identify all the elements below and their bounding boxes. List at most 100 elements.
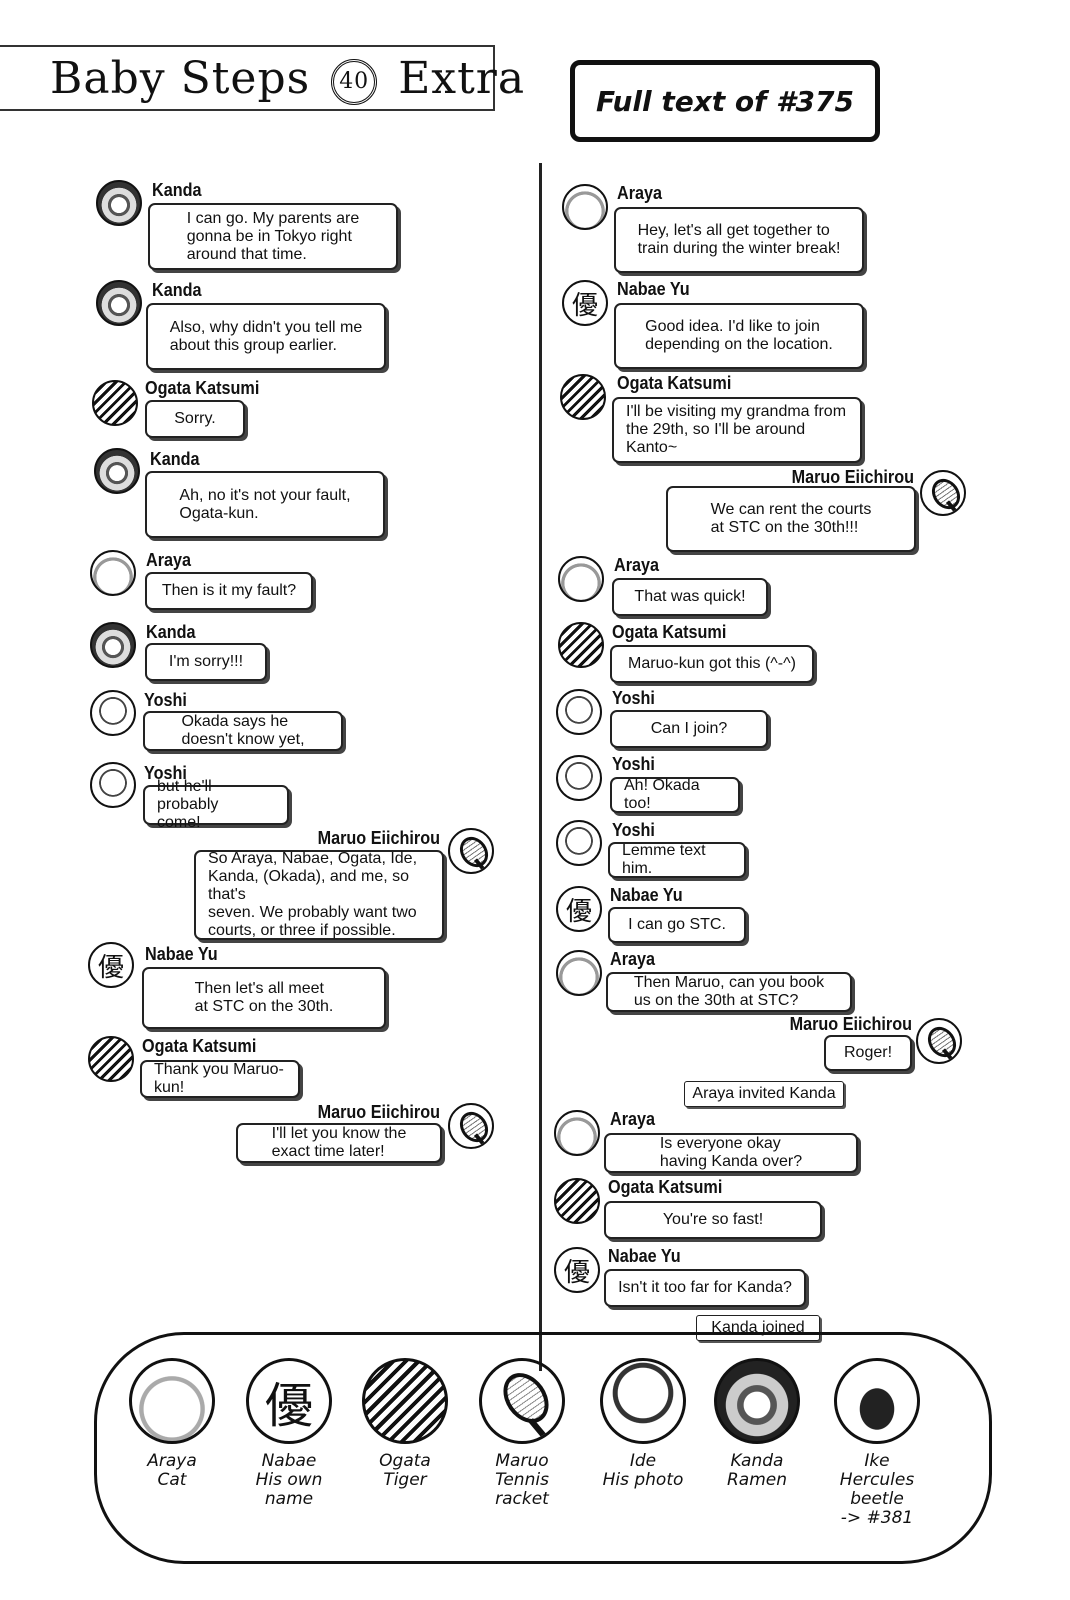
chat-bubble: I'll let you know the exact time later! (236, 1123, 442, 1163)
system-notice: Kanda joined (696, 1315, 820, 1341)
extra-label: Extra (398, 53, 526, 104)
cat-icon (554, 1110, 600, 1156)
message-text: Then is it my fault? (161, 582, 297, 599)
chat-bubble: We can rent the courts at STC on the 30t… (666, 486, 916, 552)
chat-bubble: Okada says he doesn't know yet, (143, 711, 343, 751)
sender-name: Kanda (150, 449, 200, 469)
message-text: Sorry. (174, 410, 216, 427)
sender-name: Yoshi (144, 690, 187, 710)
legend-item-maruo: Maruo Tennis racket (467, 1358, 577, 1509)
column-divider (539, 163, 542, 1371)
sender-name: Araya (614, 555, 660, 575)
chat-bubble: Ah! Okada too! (610, 777, 740, 813)
sender-name: Yoshi (612, 688, 655, 708)
kanji-yu-icon: 優 (554, 1247, 600, 1293)
sender-name: Maruo Eiichirou (317, 1102, 440, 1122)
sender-name: Nabae Yu (608, 1246, 681, 1266)
photo-icon (556, 820, 602, 866)
tiger-icon (558, 622, 604, 668)
photo-icon (600, 1358, 686, 1444)
message-text: You're so fast! (662, 1211, 764, 1228)
legend-label: Ide His photo (602, 1451, 684, 1490)
chat-bubble: Isn't it too far for Kanda? (604, 1269, 806, 1307)
kanji-yu-icon: 優 (562, 280, 608, 326)
avatar-legend (94, 1332, 992, 1564)
legend-label: Kanda Ramen (726, 1451, 788, 1490)
message-text: I'm sorry!!! (168, 653, 244, 670)
message-text: Isn't it too far for Kanda? (618, 1279, 792, 1296)
tennis-racket-icon (448, 828, 494, 874)
tennis-racket-icon (916, 1018, 962, 1064)
message-text: Good idea. I'd like to join depending on… (645, 318, 833, 353)
sender-name: Maruo Eiichirou (789, 1014, 912, 1034)
legend-item-ike: Ike Hercules beetle -> #381 (822, 1358, 932, 1528)
sender-name: Maruo Eiichirou (317, 828, 440, 848)
message-text: Maruo-kun got this (^-^) (628, 655, 796, 672)
sender-name: Yoshi (612, 820, 655, 840)
legend-label: Araya Cat (147, 1451, 197, 1490)
message-text: I'll be visiting my grandma from the 29t… (626, 403, 847, 456)
chat-bubble: Maruo-kun got this (^-^) (610, 645, 814, 683)
tennis-racket-icon (479, 1358, 565, 1444)
message-text: We can rent the courts at STC on the 30t… (710, 501, 872, 536)
message-text: but he'll probably come! (157, 778, 219, 831)
chat-bubble: I can go STC. (608, 907, 746, 943)
message-text: So Araya, Nabae, Ogata, Ide, Kanda, (Oka… (208, 850, 418, 939)
title-box: Baby Steps 40 Extra (0, 45, 524, 111)
message-text: Ah! Okada too! (624, 777, 700, 812)
sender-name: Araya (617, 183, 663, 203)
photo-icon (556, 755, 602, 801)
message-text: I'll let you know the exact time later! (271, 1125, 407, 1160)
chat-bubble: That was quick! (612, 578, 768, 616)
ramen-icon (96, 180, 142, 226)
page-title: Baby Steps 40 Extra (50, 53, 525, 105)
chat-bubble: Then is it my fault? (145, 572, 313, 610)
sender-name: Ogata Katsumi (617, 373, 732, 393)
cat-icon (129, 1358, 215, 1444)
message-text: Lemme text him. (622, 842, 706, 877)
chat-bubble: Then Maruo, can you book us on the 30th … (606, 972, 852, 1012)
cat-icon (562, 184, 608, 230)
photo-icon (90, 690, 136, 736)
chat-bubble: Can I join? (610, 710, 768, 748)
sender-name: Ogata Katsumi (608, 1177, 723, 1197)
legend-item-araya: Araya Cat (117, 1358, 227, 1490)
chat-bubble: but he'll probably come! (143, 778, 289, 831)
series-title: Baby Steps (50, 53, 311, 104)
sender-name: Maruo Eiichirou (791, 467, 914, 487)
sender-name: Ogata Katsumi (142, 1036, 257, 1056)
ramen-icon (714, 1358, 800, 1444)
chat-bubble: Lemme text him. (608, 842, 746, 878)
photo-icon (556, 689, 602, 735)
tiger-icon (88, 1036, 134, 1082)
legend-item-ogata: Ogata Tiger (350, 1358, 460, 1490)
tennis-racket-icon (448, 1103, 494, 1149)
sender-name: Ogata Katsumi (145, 378, 260, 398)
sender-name: Kanda (146, 622, 196, 642)
tennis-racket-icon (920, 470, 966, 516)
legend-item-kanda: Kanda Ramen (702, 1358, 812, 1490)
message-text: Hey, let's all get together to train dur… (637, 222, 841, 257)
chat-bubble: Then let's all meet at STC on the 30th. (142, 967, 386, 1029)
sender-name: Araya (610, 1109, 656, 1129)
kanji-yu-icon: 優 (556, 886, 602, 932)
chat-bubble: Also, why didn't you tell me about this … (146, 303, 386, 370)
volume-number-badge: 40 (331, 58, 378, 105)
chat-bubble: I'm sorry!!! (145, 643, 267, 681)
cat-icon (558, 556, 604, 602)
message-text: Is everyone okay having Kanda over? (659, 1135, 803, 1170)
chat-bubble: So Araya, Nabae, Ogata, Ide, Kanda, (Oka… (194, 850, 444, 940)
chat-bubble: Good idea. I'd like to join depending on… (614, 303, 864, 369)
sender-name: Araya (146, 550, 192, 570)
sender-name: Kanda (152, 180, 202, 200)
cat-icon (90, 550, 136, 596)
message-text: Okada says he doesn't know yet, (181, 713, 305, 748)
system-notice: Araya invited Kanda (684, 1081, 844, 1107)
chat-bubble: Thank you Maruo-kun! (140, 1060, 300, 1098)
legend-item-ide: Ide His photo (588, 1358, 698, 1490)
kanji-yu-icon: 優 (88, 942, 134, 988)
sender-name: Ogata Katsumi (612, 622, 727, 642)
sender-name: Nabae Yu (610, 885, 683, 905)
full-text-label: Full text of #375 (570, 60, 880, 142)
legend-label: Nabae His own name (255, 1451, 323, 1509)
